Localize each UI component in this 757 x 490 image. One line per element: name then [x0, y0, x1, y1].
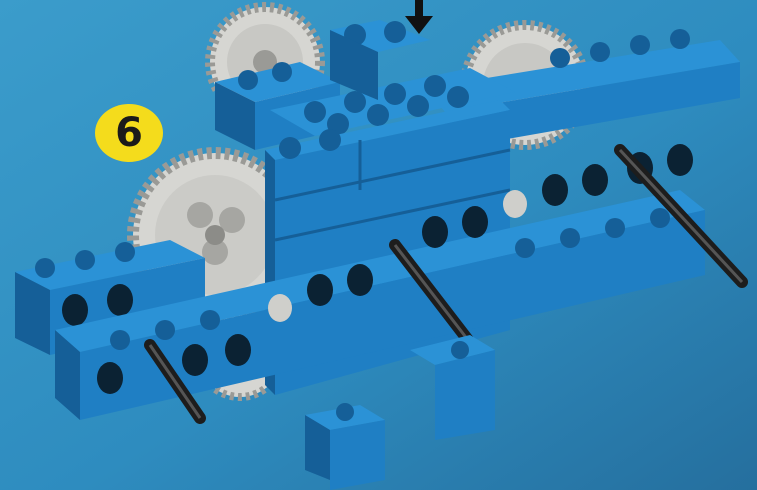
step-number-badge: 6 — [95, 104, 163, 162]
